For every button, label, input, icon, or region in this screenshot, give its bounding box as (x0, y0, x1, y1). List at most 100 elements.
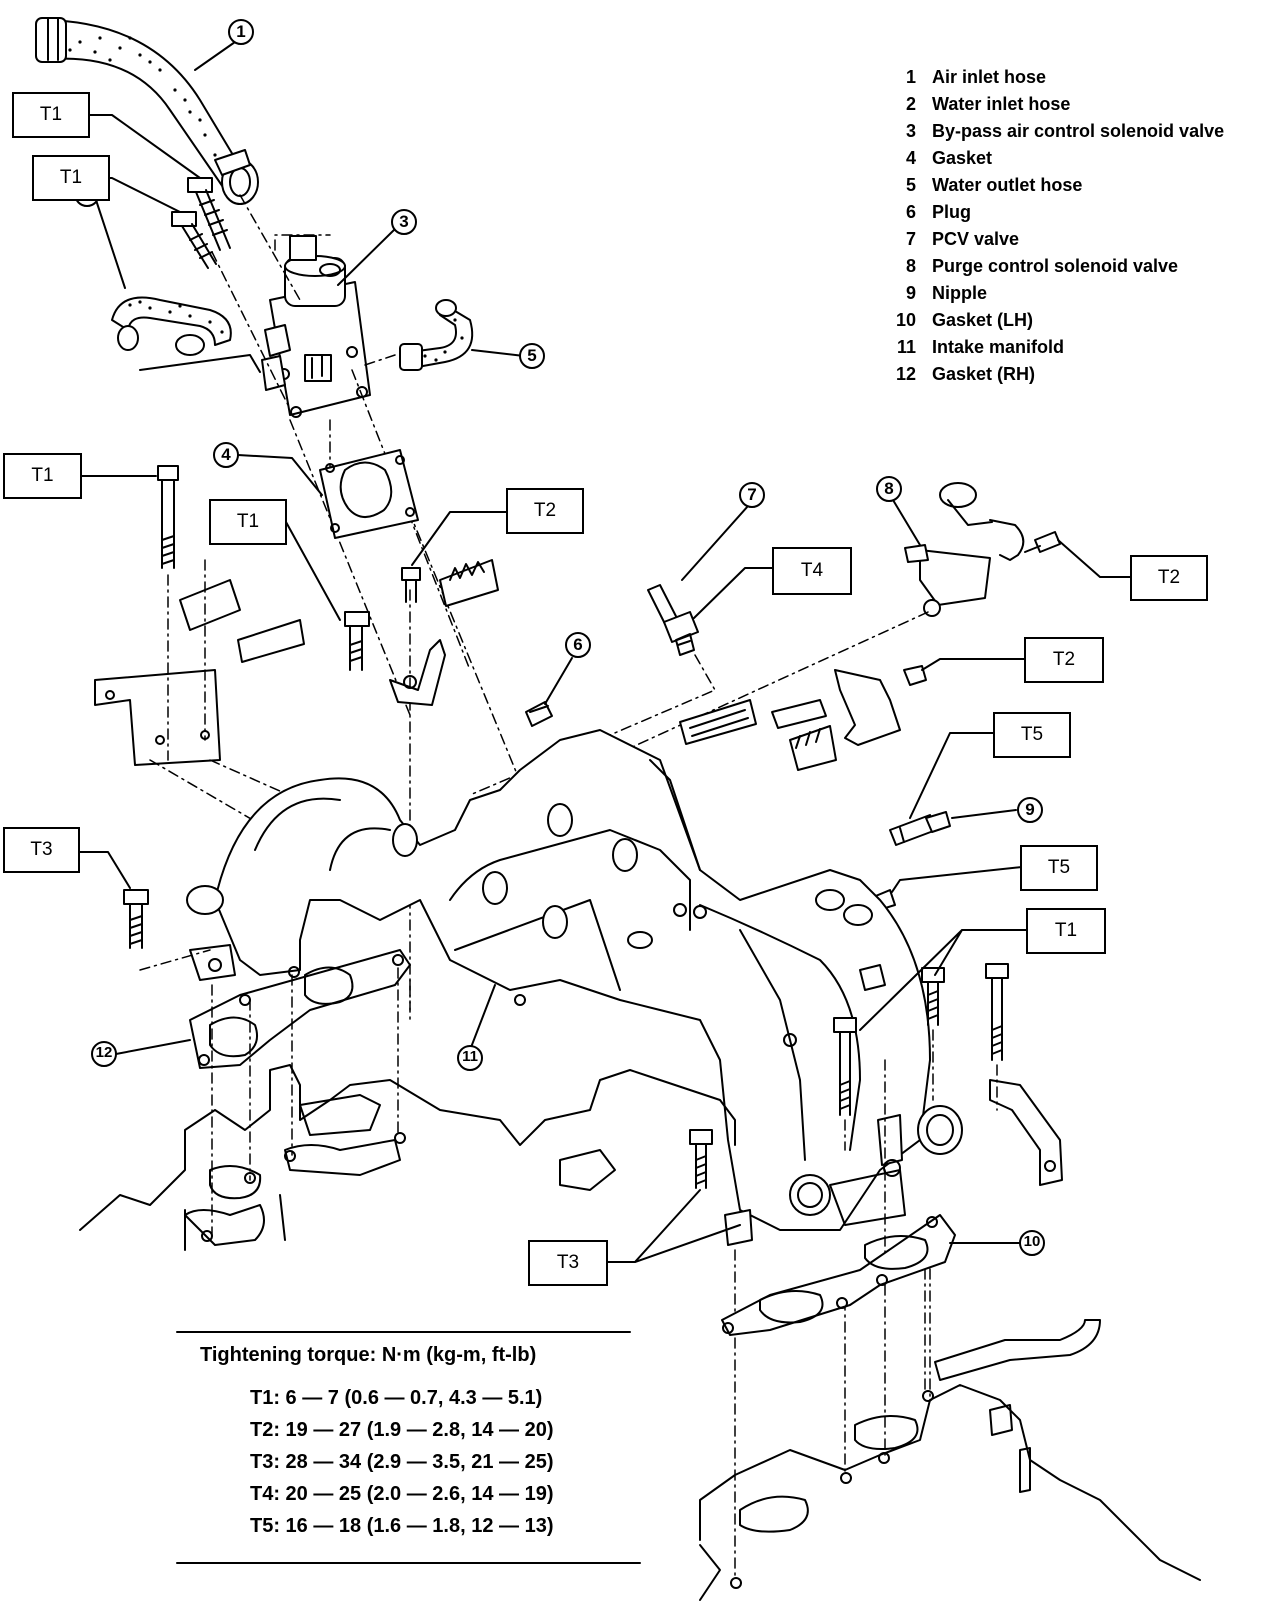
torque-box-t2-right: T2 (1130, 555, 1208, 601)
callout-label-7: 7 (747, 485, 757, 504)
bolt-t3-right (689, 1129, 713, 1189)
legend-item-label: Plug (932, 202, 971, 222)
nipple (889, 811, 951, 846)
callout-circle-7 (739, 482, 765, 508)
callout-label-5: 5 (527, 346, 537, 365)
torque-box-t1-left: T1 (3, 453, 82, 499)
bolt-t1-left (157, 465, 179, 569)
torque-box-t1-b: T1 (32, 155, 110, 201)
assembly-lines-rh (211, 967, 411, 1236)
torque-row: T3: 28 — 34 (2.9 — 3.5, 21 — 25) (250, 1451, 554, 1473)
legend-item-number: 2 (905, 94, 916, 114)
leader-t1-center (285, 521, 341, 621)
engine-block-right (699, 1319, 1201, 1601)
callout-circle-8 (876, 476, 902, 502)
leader-c3 (337, 227, 397, 286)
torque-table-title: Tightening torque: N·m (kg-m, ft-lb) (200, 1344, 537, 1366)
leader-t3-left (79, 851, 131, 889)
legend-item-label: Water inlet hose (932, 94, 1071, 114)
legend-item-number: 11 (896, 337, 916, 357)
legend-item-number: 12 (895, 364, 916, 384)
torque-box-t5-a: T5 (993, 712, 1071, 758)
callout-circle-5 (519, 343, 545, 369)
leader-t5-b (891, 866, 1023, 893)
torque-table: Tightening torque: N·m (kg-m, ft-lb) T1:… (182, 1344, 642, 1542)
callout-circle-10 (1019, 1230, 1045, 1256)
torque-row: T1: 6 — 7 (0.6 — 0.7, 4.3 — 5.1) (250, 1387, 543, 1409)
purge-valve (904, 482, 1025, 617)
legend-item-number: 7 (905, 229, 916, 249)
bypass-valve (261, 235, 371, 418)
gasket-lh (721, 1214, 956, 1336)
leader-t4 (693, 567, 775, 619)
torque-box-t5-b: T5 (1020, 845, 1098, 891)
bolt-t2-right (1024, 531, 1061, 553)
leader-c1 (194, 41, 236, 71)
air-inlet-hose (35, 17, 259, 205)
callout-circle-6 (565, 632, 591, 658)
right-strap (989, 1079, 1063, 1186)
callout-label-9: 9 (1025, 800, 1035, 819)
torque-box-t4: T4 (772, 547, 852, 595)
legend-item: 6 Plug (888, 199, 1224, 226)
legend-item-label: Intake manifold (932, 337, 1065, 357)
legend-item-label: Air inlet hose (932, 67, 1047, 87)
leader-c2 (95, 199, 126, 289)
bolt-t1-b (171, 211, 217, 269)
legend-item-label: Water outlet hose (932, 175, 1083, 195)
callout-label-4: 4 (221, 445, 231, 464)
throttle-gasket (319, 449, 419, 539)
torque-box-t2-center: T2 (506, 488, 584, 534)
leader-c12 (115, 1039, 191, 1055)
torque-box-t2-mid: T2 (1024, 637, 1104, 683)
callout-circle-4 (213, 442, 239, 468)
legend-item: 5 Water outlet hose (888, 172, 1224, 199)
assembly-line-t3 (139, 949, 211, 971)
callout-label-1: 1 (236, 22, 246, 41)
leader-t2-center (411, 511, 507, 566)
pcv-valve (647, 584, 699, 656)
callout-label-12: 12 (95, 1044, 113, 1061)
callout-circle-12 (91, 1041, 117, 1067)
legend-item: 7 PCV valve (888, 226, 1224, 253)
legend-item-label: Nipple (932, 283, 988, 303)
leader-c4 (237, 454, 323, 496)
assembly-lines (211, 194, 541, 1011)
callout-circle-9 (1017, 797, 1043, 823)
legend-item-label: Gasket (932, 148, 993, 168)
leader-t1-right (859, 929, 1027, 1031)
legend-item: 2 Water inlet hose (888, 91, 1224, 118)
callout-label-8: 8 (884, 479, 894, 498)
legend-item-number: 8 (905, 256, 916, 276)
intake-manifold (186, 729, 963, 1246)
torque-row: T4: 20 — 25 (2.0 — 2.6, 14 — 19) (250, 1483, 554, 1505)
leader-t1-a (89, 114, 201, 179)
legend-item-number: 9 (905, 283, 916, 303)
water-outlet-hose (399, 299, 474, 371)
bolt-t2-center (401, 559, 499, 607)
bolt-t1-center (344, 611, 446, 706)
legend-item-number: 5 (905, 175, 916, 195)
torque-box-t1-a: T1 (12, 92, 90, 138)
leader-c8 (892, 499, 921, 546)
callout-label-10: 10 (1023, 1233, 1041, 1250)
leader-c7 (681, 505, 749, 581)
legend-item-number: 3 (905, 121, 916, 141)
bolt-t1-a (187, 177, 231, 251)
legend-item-label: PCV valve (932, 229, 1020, 249)
leader-t3-right (607, 1189, 741, 1263)
legend-item-label: Gasket (LH) (932, 310, 1034, 330)
torque-row: T5: 16 — 18 (1.6 — 1.8, 12 — 13) (250, 1515, 554, 1537)
torque-box-t1-right: T1 (1026, 908, 1106, 954)
legend-item-number: 6 (905, 202, 916, 222)
leader-c11 (469, 984, 496, 1051)
callout-label-11: 11 (462, 1048, 478, 1065)
leader-t2-right (1057, 539, 1133, 578)
